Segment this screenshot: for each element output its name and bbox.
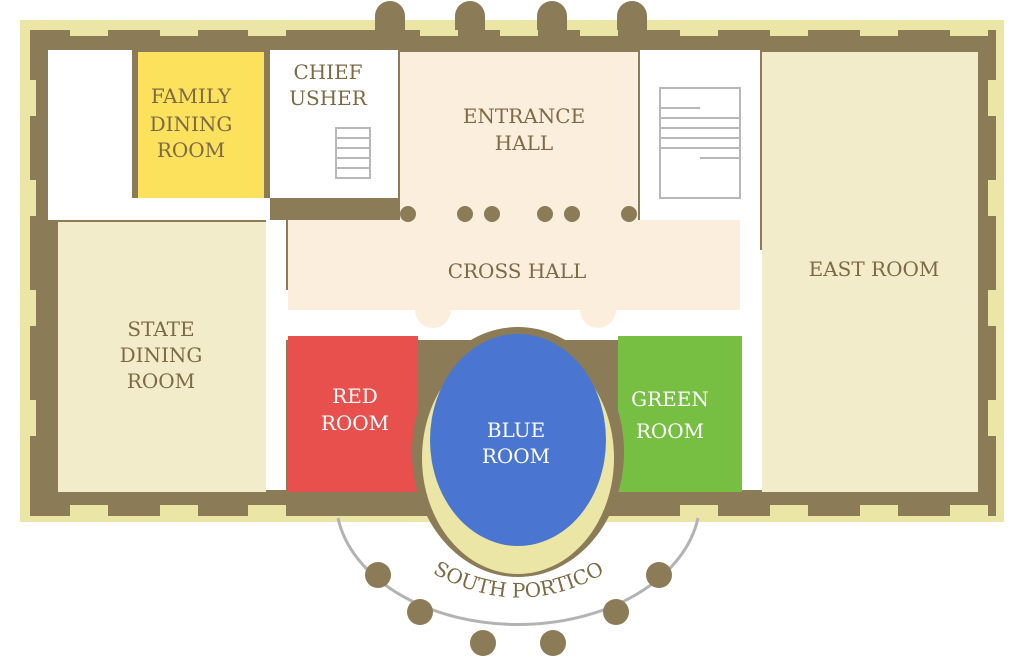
entrance-hall [400,52,638,220]
cross-hall [288,220,740,310]
chief-usher-label-1: CHIEF [293,60,362,84]
chief-usher-label-2: USHER [289,86,368,110]
family-dining-label-3: ROOM [157,138,225,162]
family-dining-room [138,52,264,198]
green-room-label-2: ROOM [636,419,704,443]
entrance-hall-label-1: ENTRANCE [463,104,585,128]
cross-hall-label: CROSS HALL [448,259,587,283]
red-room-label-1: RED [332,384,378,408]
family-dining-label-1: FAMILY [151,84,232,108]
top-parapet [375,1,647,30]
red-room-label-2: ROOM [321,411,389,435]
state-dining-room [58,222,266,492]
east-room [762,52,978,492]
state-dining-label-3: ROOM [127,369,195,393]
state-dining-label-1: STATE [127,317,194,341]
service-spaces [48,50,762,490]
blue-room [430,334,606,546]
green-room-label-1: GREEN [631,387,709,411]
hall-columns [400,206,637,222]
blue-room-label-1: BLUE [487,418,545,442]
stairs-chief-usher [335,127,371,179]
blue-room-label-2: ROOM [482,444,550,468]
red-room [288,336,418,492]
portico-columns [365,562,672,656]
family-dining-label-2: DINING [150,112,233,136]
cross-hall-arches [415,310,616,328]
state-dining-label-2: DINING [120,343,203,367]
side-windows [22,80,1002,436]
east-room-label: EAST ROOM [809,257,940,281]
stairs-east [659,87,741,199]
bottom-windows [70,505,988,519]
entrance-hall-label-2: HALL [495,131,553,155]
top-windows [70,22,988,36]
green-room [618,336,742,492]
